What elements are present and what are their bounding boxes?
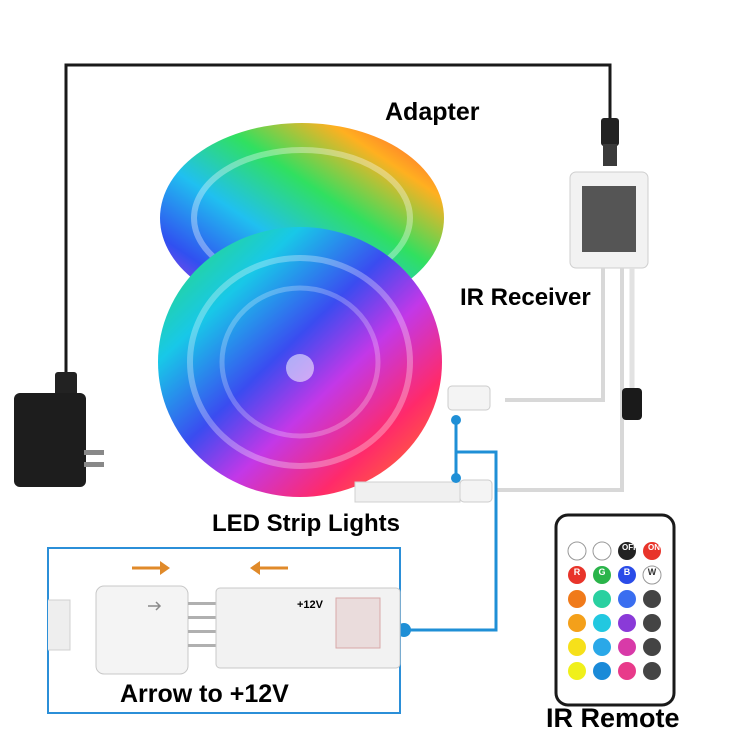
remote-color-button[interactable] xyxy=(618,614,636,632)
arrow-left-icon xyxy=(250,561,288,575)
remote-mode-button[interactable] xyxy=(643,590,661,608)
remote-blue-label: B xyxy=(623,567,631,577)
remote-mode-button[interactable] xyxy=(643,662,661,680)
blue-callout-wire xyxy=(404,420,498,632)
remote-green-label: G xyxy=(598,567,606,577)
sun-small-icon[interactable] xyxy=(592,541,612,561)
remote-on-label: ON xyxy=(648,543,660,552)
white-wire-1 xyxy=(505,268,605,402)
remote-blue-button[interactable] xyxy=(618,566,636,584)
inset-led-chip xyxy=(335,597,381,649)
led-reel-front xyxy=(158,227,442,497)
strip-connector-bottom xyxy=(459,479,493,503)
inset-plug xyxy=(95,585,189,675)
label-connector-voltage: +12V xyxy=(297,599,323,611)
remote-green-button[interactable] xyxy=(593,566,611,584)
ir-sensor-eye xyxy=(622,388,642,420)
remote-white-button[interactable] xyxy=(642,565,662,585)
remote-color-button[interactable] xyxy=(618,590,636,608)
remote-button-grid xyxy=(567,541,662,680)
remote-red-label: R xyxy=(573,567,581,577)
remote-color-button[interactable] xyxy=(568,662,586,680)
inset-pins xyxy=(188,602,216,647)
remote-color-button[interactable] xyxy=(568,590,586,608)
ir-receiver-panel xyxy=(582,186,636,252)
remote-white-label: W xyxy=(647,567,657,577)
remote-color-button[interactable] xyxy=(593,662,611,680)
remote-red-button[interactable] xyxy=(568,566,586,584)
remote-color-button[interactable] xyxy=(593,614,611,632)
adapter-prong-bottom xyxy=(84,462,104,467)
remote-color-button[interactable] xyxy=(593,638,611,656)
label-arrow-to-12v: Arrow to +12V xyxy=(120,680,289,708)
remote-color-button[interactable] xyxy=(568,638,586,656)
remote-off-button[interactable] xyxy=(618,542,636,560)
strip-connector-top xyxy=(447,385,491,411)
white-wire-2 xyxy=(495,268,624,492)
arrow-right-icon xyxy=(132,561,170,575)
dc-plug-tip xyxy=(603,144,617,166)
callout-dot-bottom xyxy=(451,473,461,483)
remote-color-button[interactable] xyxy=(618,638,636,656)
remote-mode-button[interactable] xyxy=(643,638,661,656)
sun-icon[interactable] xyxy=(567,541,587,561)
label-adapter: Adapter xyxy=(385,98,480,126)
adapter-strain-relief xyxy=(55,372,77,396)
ir-remote-body xyxy=(554,513,676,707)
label-ir-remote: IR Remote xyxy=(546,703,680,733)
remote-color-button[interactable] xyxy=(593,590,611,608)
inset-cable xyxy=(48,599,71,651)
plug-arrow-mark xyxy=(148,601,162,611)
remote-color-button[interactable] xyxy=(618,662,636,680)
remote-color-button[interactable] xyxy=(568,614,586,632)
adapter-prong-top xyxy=(84,450,104,455)
remote-on-button[interactable] xyxy=(643,542,661,560)
callout-dot-top xyxy=(451,415,461,425)
remote-mode-button[interactable] xyxy=(643,614,661,632)
strip-tail xyxy=(354,481,461,503)
label-ir-receiver: IR Receiver xyxy=(460,284,591,311)
label-led-strip-lights: LED Strip Lights xyxy=(212,510,400,537)
power-adapter xyxy=(14,393,86,487)
adapter-cable xyxy=(64,63,612,385)
dc-plug xyxy=(601,118,619,146)
remote-off-label: OFF xyxy=(622,543,638,552)
